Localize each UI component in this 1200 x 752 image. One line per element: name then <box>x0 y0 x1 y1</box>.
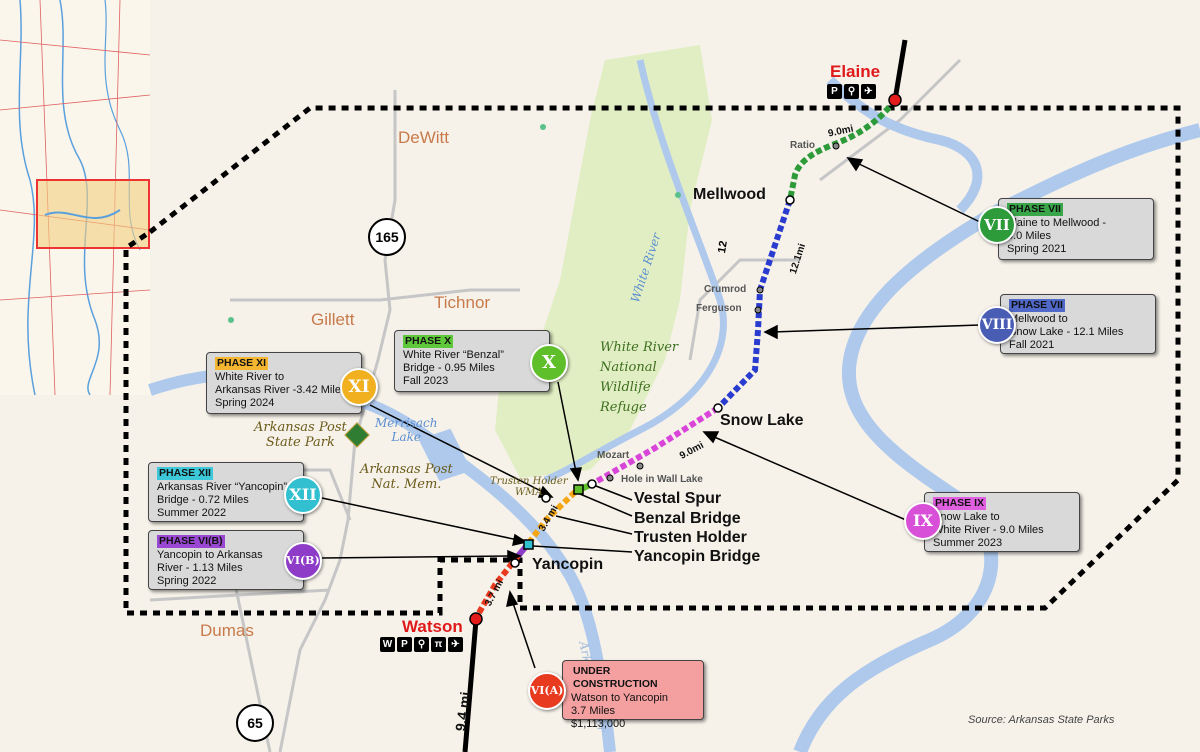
callout-phase-xi[interactable]: PHASE XI White River to Arkansas River -… <box>206 352 362 414</box>
project-boundary <box>123 105 1181 616</box>
mellwood-marker[interactable] <box>785 195 795 205</box>
trusten-wma-label: Trusten Holder WMA <box>490 476 568 498</box>
merrisach-lake-label: Merrisach Lake <box>375 416 438 444</box>
callout-phase-vii[interactable]: PHASE VII Elaine to Mellwood - 9.0 Miles… <box>998 198 1154 260</box>
mozart-marker <box>636 462 644 470</box>
snow-lake-marker[interactable] <box>713 403 723 413</box>
hiking-icon: ✈ <box>861 84 876 99</box>
elaine-amenities: P ⚲ ✈ <box>827 84 876 99</box>
station-trusten-holder: Trusten Holder <box>634 529 747 546</box>
benzal-bridge-marker[interactable] <box>573 484 584 495</box>
callout-phase-x[interactable]: PHASE X White River “Benzal” Bridge - 0.… <box>394 330 550 392</box>
segment-phase-xi <box>525 489 578 546</box>
ferguson-marker <box>754 306 762 314</box>
picnic-icon: π <box>431 637 446 652</box>
badge-phase-xi[interactable]: XI <box>340 368 378 406</box>
segment-phase-ix <box>590 405 720 487</box>
place-ferguson: Ferguson <box>696 303 742 314</box>
station-vestal-spur: Vestal Spur <box>634 490 722 507</box>
source-credit: Source: Arkansas State Parks <box>968 714 1115 726</box>
town-dumas: Dumas <box>200 621 254 640</box>
place-crumrod: Crumrod <box>704 284 747 295</box>
town-snow-lake: Snow Lake <box>720 412 804 429</box>
badge-phase-xii[interactable]: XII <box>284 476 322 514</box>
watson-trailhead-marker[interactable] <box>469 612 483 626</box>
badge-phase-viii[interactable]: VIII <box>978 306 1016 344</box>
route-165-shield: 165 <box>368 218 406 256</box>
badge-phase-x[interactable]: X <box>530 344 568 382</box>
town-gillett: Gillett <box>311 310 355 329</box>
segment-phase-via <box>473 554 521 620</box>
crumrod-marker <box>756 286 764 294</box>
station-benzal-bridge: Benzal Bridge <box>634 510 741 527</box>
water-icon: W <box>380 637 395 652</box>
badge-phase-ix[interactable]: IX <box>904 502 942 540</box>
town-watson: Watson <box>402 617 463 636</box>
route-65-shield: 65 <box>236 704 274 742</box>
callout-phase-ix[interactable]: PHASE IX Snow Lake to White River - 9.0 … <box>924 492 1080 552</box>
place-hole-in-wall: Hole in Wall Lake <box>621 474 703 485</box>
inset-map <box>0 0 151 396</box>
yancopin-marker[interactable] <box>510 558 520 568</box>
callout-leaders <box>321 157 981 669</box>
station-yancopin-bridge: Yancopin Bridge <box>634 548 761 565</box>
trail-south-extension <box>462 619 479 752</box>
route-12-label: 12 <box>716 239 730 255</box>
parking-icon: P <box>827 84 842 99</box>
vestal-spur-marker[interactable] <box>587 479 597 489</box>
hiking-icon: ✈ <box>448 637 463 652</box>
segment-phase-vii <box>787 98 898 201</box>
yancopin-bridge-marker[interactable] <box>523 539 534 550</box>
segment-phase-viii <box>715 199 793 411</box>
town-elaine: Elaine <box>830 62 881 81</box>
hole-in-wall-marker <box>606 474 614 482</box>
trail-stations <box>469 93 902 626</box>
watson-amenities: W P ⚲ π ✈ <box>380 637 463 652</box>
refuge-label: White River National Wildlife Refuge <box>600 340 679 415</box>
callout-phase-vib[interactable]: PHASE VI(B) Yancopin to Arkansas River -… <box>148 530 304 590</box>
elaine-trailhead-marker[interactable] <box>888 93 902 107</box>
badge-phase-vii[interactable]: VII <box>978 206 1016 244</box>
town-yancopin: Yancopin <box>532 556 604 573</box>
badge-phase-via[interactable]: VI(A) <box>528 672 566 710</box>
parking-icon: P <box>397 637 412 652</box>
arkansas-post-memorial-label: Arkansas Post Nat. Mem. <box>360 462 453 492</box>
callout-phase-viii[interactable]: PHASE VII Mellwood to Snow Lake - 12.1 M… <box>1000 294 1156 354</box>
arkansas-post-state-park-label: Arkansas Post State Park <box>254 420 347 450</box>
place-ratio: Ratio <box>790 140 815 151</box>
town-tichnor: Tichnor <box>434 293 491 312</box>
town-dewitt: DeWitt <box>398 128 449 147</box>
restroom-icon: ⚲ <box>414 637 429 652</box>
ratio-marker <box>832 142 840 150</box>
callout-phase-xii[interactable]: PHASE XII Arkansas River “Yancopin” Brid… <box>148 462 304 522</box>
restroom-icon: ⚲ <box>844 84 859 99</box>
town-mellwood: Mellwood <box>693 186 766 203</box>
badge-phase-vib[interactable]: VI(B) <box>284 542 322 580</box>
trusten-holder-marker[interactable] <box>541 493 551 503</box>
callout-phase-via[interactable]: UNDER CONSTRUCTION Watson to Yancopin 3.… <box>562 660 704 730</box>
place-mozart: Mozart <box>597 450 630 461</box>
trail-north-extension <box>892 39 908 101</box>
